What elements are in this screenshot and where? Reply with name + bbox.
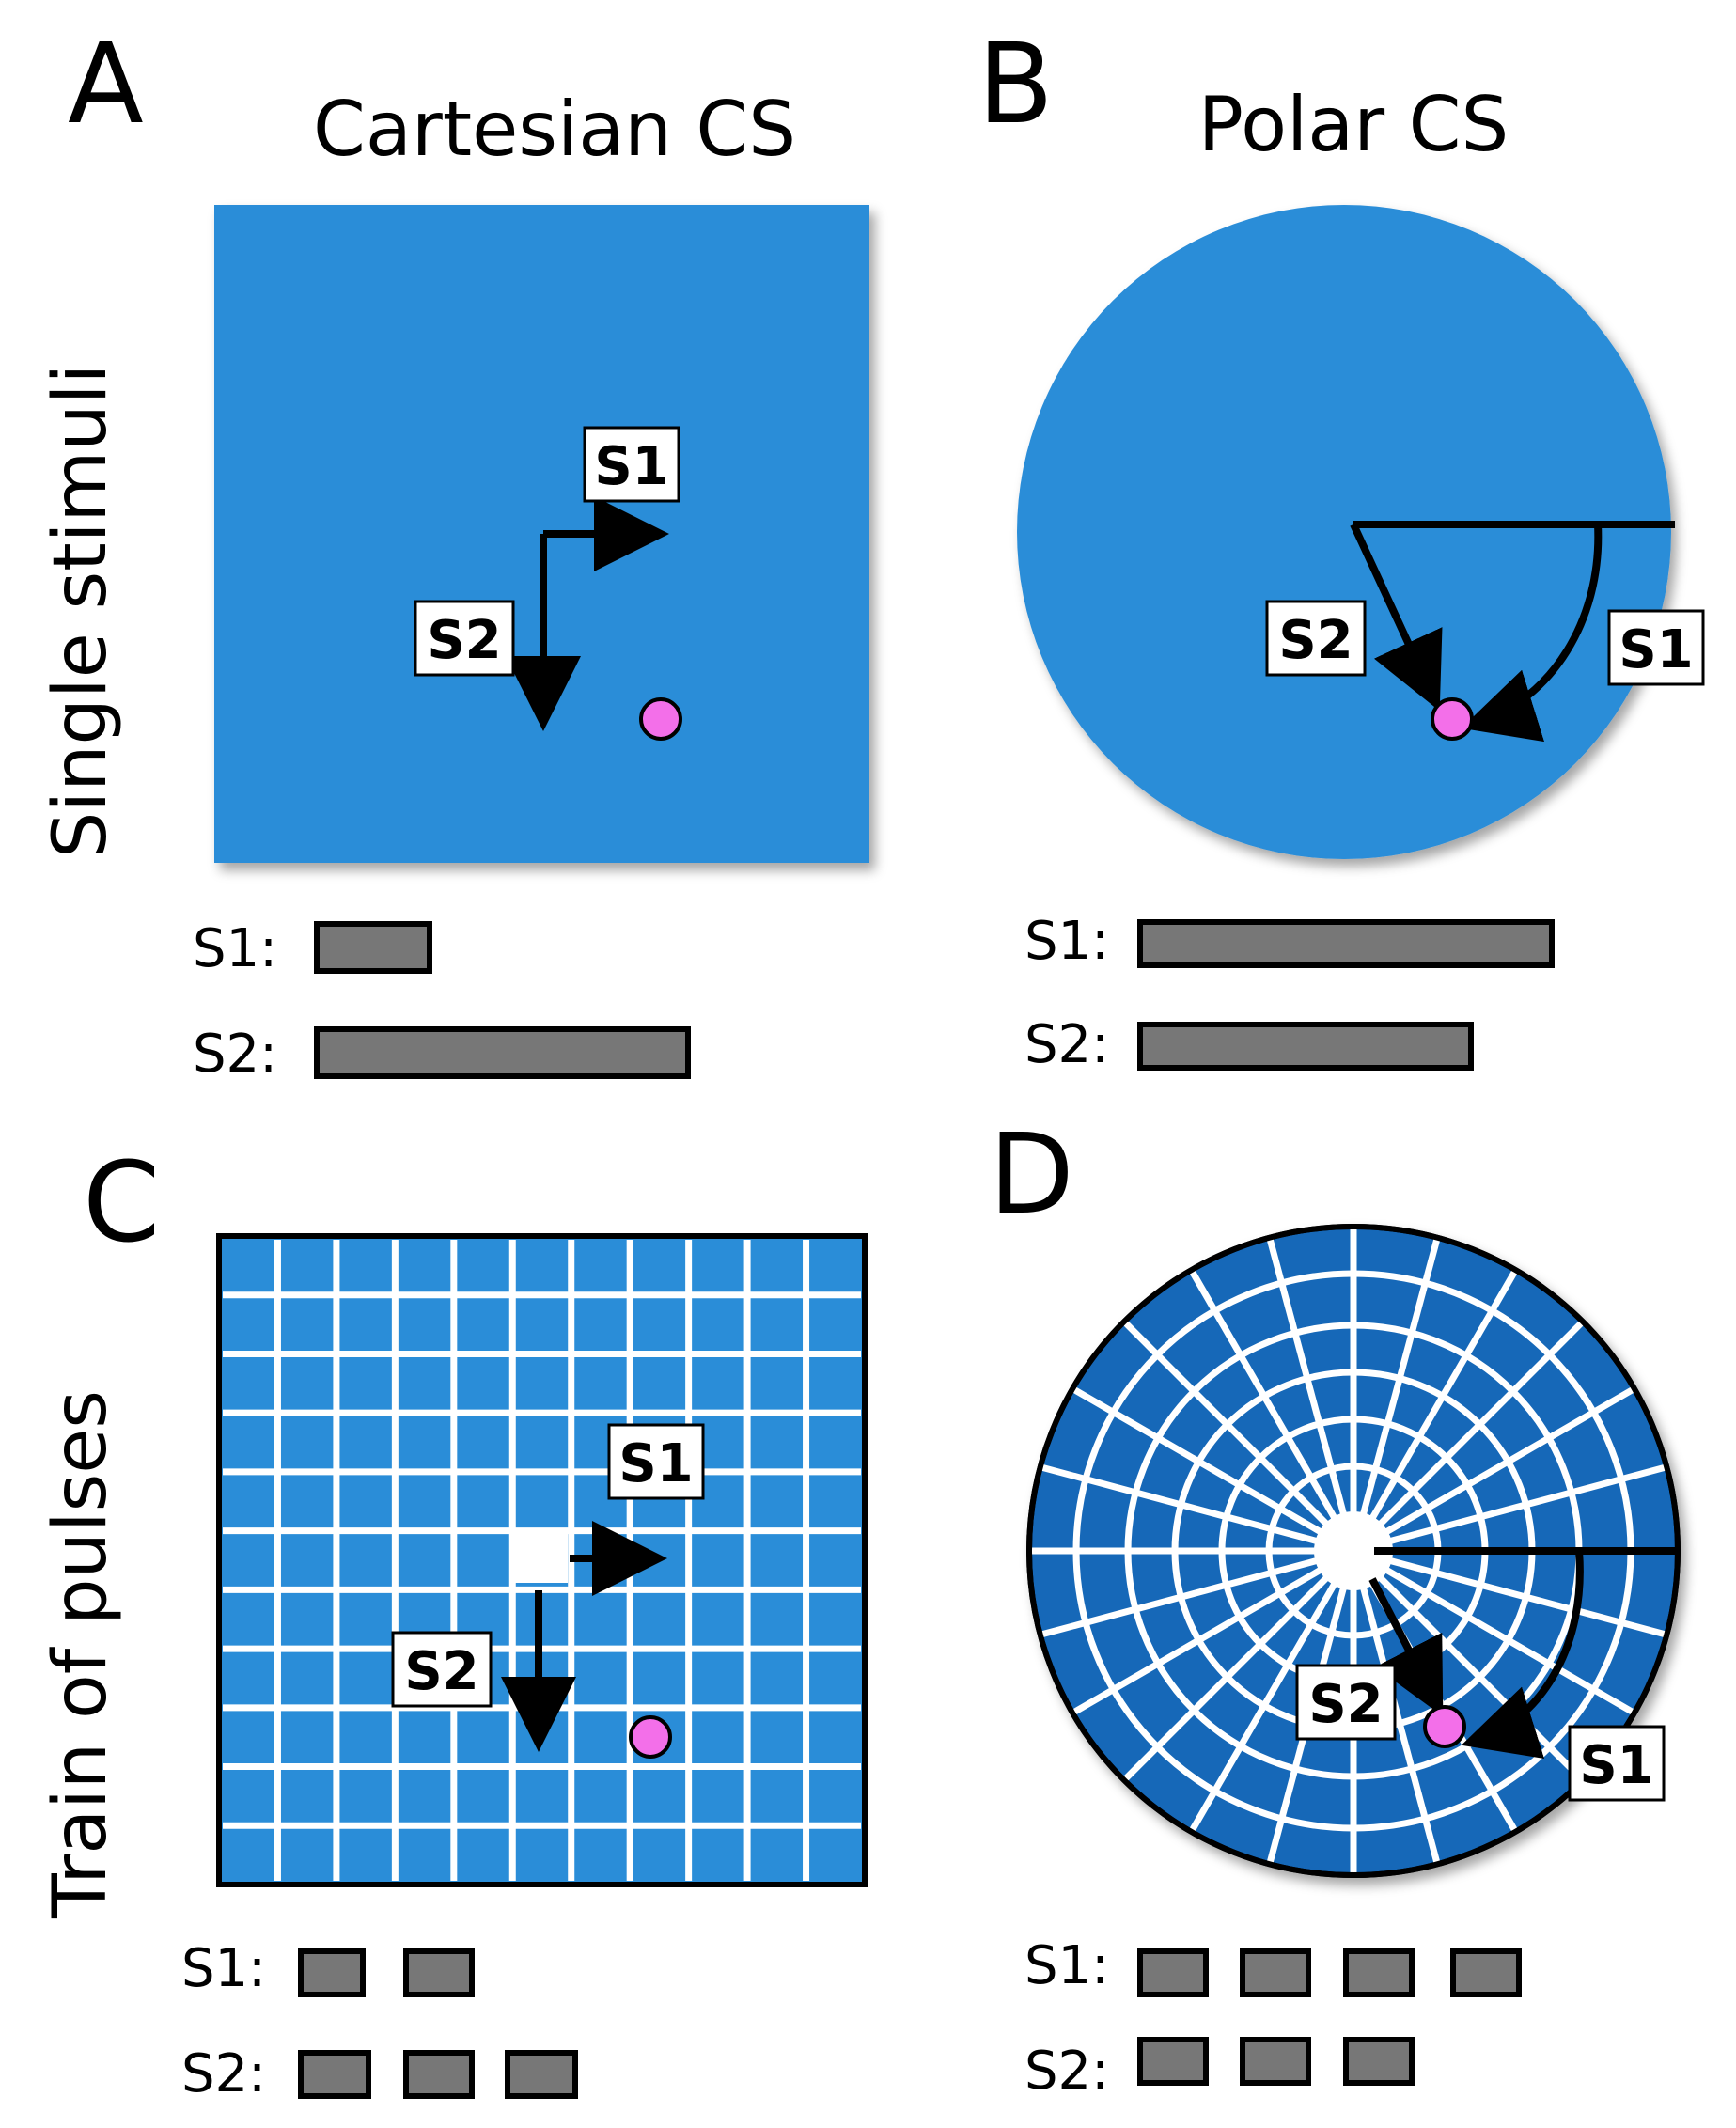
grid-spoke [1121,1319,1356,1554]
panel-d: D S2 S1 [989,1109,1681,1878]
panel-letter-c: C [83,1137,160,1267]
stimulus-bars-d: S1: S2: [1024,1935,1522,2102]
tag-s2-b: S2 [1265,600,1367,677]
arrow-s1-d [1461,1550,1584,1759]
panel-title-a: Cartesian CS [313,86,796,173]
pulse-s1-a [314,921,432,974]
svg-text:S1: S1 [1579,1735,1653,1796]
panel-title-b: Polar CS [1198,81,1509,168]
row-label-single-stimuli: Single stimuli [39,364,123,858]
pulse-s1-d-3 [1343,1948,1415,1997]
svg-text:S1: S1 [618,1433,693,1494]
panel-a: A Cartesian CS S1 S2 [68,19,869,863]
grid-spoke [1353,1547,1668,1638]
panel-c: C S1 S2 [83,1137,868,1887]
bar-label-s1-a: S1: [193,918,277,979]
target-dot-d [1423,1705,1466,1748]
svg-text:S2: S2 [1308,1674,1383,1735]
cartesian-grid-lines [223,1240,861,1881]
grid-spoke [1351,1319,1586,1554]
tag-s2-c: S2 [391,1631,493,1708]
grid-spoke [1350,1268,1519,1553]
grid-spoke [1353,1463,1668,1555]
grid-spoke [1352,1385,1636,1555]
pulse-s1-d-2 [1240,1948,1311,1997]
bar-label-s2-d: S2: [1024,2041,1109,2102]
pulse-s2-d-1 [1137,2037,1209,2086]
tag-s2-d: S2 [1295,1664,1397,1741]
arrow-s1-b [1461,524,1603,743]
grid-spoke [1188,1549,1357,1834]
pulse-s2-d-3 [1343,2037,1415,2086]
grid-spoke [1352,1547,1636,1716]
grid-spoke [1071,1385,1355,1555]
target-dot-a [639,697,682,741]
grid-spoke [1188,1268,1357,1553]
bar-label-s2-b: S2: [1024,1014,1109,1075]
bar-label-s1-c: S1: [181,1938,266,1999]
origin-cell-c [515,1530,568,1583]
stimulus-bars-a: S1: S2: [193,918,691,1085]
stimulus-bars-c: S1: S2: [181,1938,578,2105]
bar-label-s2-a: S2: [193,1024,277,1085]
svg-text:S1: S1 [594,436,668,497]
grid-spoke [1039,1463,1354,1555]
tag-s1-d: S1 [1568,1725,1666,1802]
target-dot-b [1431,697,1474,741]
grid-spoke [1121,1548,1356,1783]
pulse-s2-b [1137,1022,1474,1071]
grid-spoke [1071,1547,1355,1716]
panel-letter-d: D [989,1109,1074,1239]
pulse-s1-b [1137,919,1555,968]
tag-s1-b: S1 [1607,609,1705,686]
arrow-s2-b [1350,523,1443,712]
tag-s1-a: S1 [583,426,680,503]
arrow-s2-d [1368,1577,1444,1717]
pulse-s2-c-2 [403,2050,475,2099]
pulse-s2-c-3 [505,2050,578,2099]
svg-text:S2: S2 [1278,610,1353,671]
svg-text:S2: S2 [404,1641,478,1702]
panel-b: B Polar CS S2 S1 [977,19,1705,859]
pulse-s2-a [314,1026,691,1079]
pulse-s1-c-1 [298,1948,366,1997]
pulse-s1-c-2 [403,1948,475,1997]
svg-text:S1: S1 [1619,619,1693,681]
grid-spoke [1351,1548,1586,1783]
panel-letter-b: B [977,19,1054,149]
pulse-s2-d-2 [1240,2037,1311,2086]
pulse-s1-d-1 [1137,1948,1209,1997]
bar-label-s1-d: S1: [1024,1935,1109,1996]
polar-field [1017,205,1671,859]
svg-text:S2: S2 [427,610,501,671]
row-label-train-of-pulses: Train of pulses [39,1390,123,1919]
stimulus-bars-b: S1: S2: [1024,911,1555,1075]
grid-spoke [1039,1547,1354,1638]
bar-label-s2-c: S2: [181,2043,266,2105]
pulse-s2-c-1 [298,2050,371,2099]
panel-letter-a: A [68,19,144,149]
tag-s2-a: S2 [414,600,515,677]
origin-disc-d [1314,1511,1393,1590]
target-dot-c [629,1715,672,1759]
grid-spoke [1350,1236,1441,1552]
tag-s1-c: S1 [607,1423,705,1500]
pulse-s1-d-4 [1450,1948,1522,1997]
bar-label-s1-b: S1: [1024,911,1109,972]
grid-spoke [1266,1236,1357,1552]
